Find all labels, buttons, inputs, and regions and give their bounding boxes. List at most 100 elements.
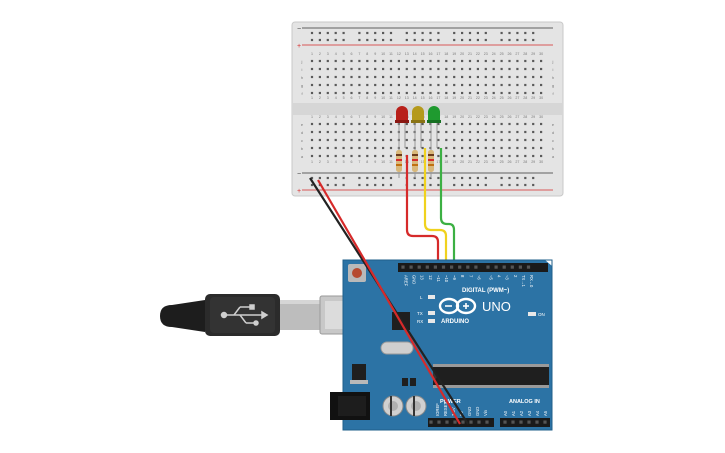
terminal-hole [421,83,424,87]
power-pin-hole[interactable] [477,420,481,424]
green-led [427,106,441,148]
power-pin-hole[interactable] [469,420,473,424]
terminal-hole [342,154,345,158]
digital-pin-hole[interactable] [401,265,405,269]
digital-pin-hole[interactable] [409,265,413,269]
rail-hole [334,38,337,42]
terminal-hole [508,154,511,158]
digital-pin-hole[interactable] [494,265,498,269]
column-number: 25 [500,160,504,164]
digital-pin-hole[interactable] [474,265,478,269]
terminal-hole [342,146,345,150]
terminal-hole [476,91,479,95]
terminal-hole [516,67,519,71]
column-number: 26 [508,160,512,164]
column-number: 8 [366,115,368,119]
digital-pin-hole[interactable] [458,265,462,269]
digital-pin-hole[interactable] [526,265,531,269]
digital-pin-hole[interactable] [502,265,506,269]
row-letter: h [301,75,303,80]
terminal-hole [358,67,361,71]
terminal-hole [508,146,511,150]
power-pin-hole[interactable] [485,420,489,424]
terminal-hole [389,75,393,79]
rail-hole [453,176,456,180]
column-number: 18 [444,96,448,100]
power-pin-hole[interactable] [461,420,465,424]
rail-hole [524,183,527,187]
terminal-hole [350,130,353,134]
power-pin-hole[interactable] [445,420,449,424]
digital-pin-hole[interactable] [466,265,470,269]
rail-hole [421,38,424,42]
terminal-hole [310,67,314,71]
terminal-hole [318,67,321,71]
terminal-hole [500,91,503,95]
digital-pin-hole[interactable] [510,265,514,269]
column-number: 6 [351,52,353,56]
terminal-hole [508,67,511,71]
digital-pin-hole[interactable] [518,265,522,269]
rail-hole [532,183,535,187]
digital-pin-hole[interactable] [486,265,490,269]
column-number: 5 [343,96,345,100]
column-number: 16 [429,52,433,56]
analog-pin-hole[interactable] [503,420,507,424]
digital-pin-hole[interactable] [450,265,454,269]
terminal-hole [516,122,519,126]
terminal-hole [318,154,321,158]
power-pin-hole[interactable] [437,420,441,424]
digital-pin-label: 12 [428,275,433,280]
power-pin-label: GND [467,407,472,416]
analog-pin-hole[interactable] [519,420,523,424]
rail-hole [326,176,329,180]
rail-hole [532,38,535,42]
analog-pin-hole[interactable] [511,420,515,424]
rail-hole [389,183,393,187]
terminal-hole [484,59,487,63]
power-pin-hole[interactable] [429,420,433,424]
digital-pin-hole[interactable] [433,265,437,269]
column-number: 29 [531,160,535,164]
column-number: 24 [492,160,496,164]
column-number: 19 [452,160,456,164]
analog-pin-hole[interactable] [535,420,539,424]
column-number: 7 [358,115,360,119]
terminal-hole [437,83,440,87]
rail-hole [405,31,408,35]
rail-hole [366,38,369,42]
digital-pin-hole[interactable] [417,265,421,269]
terminal-hole [334,59,337,63]
terminal-hole [492,67,495,71]
terminal-hole [310,146,314,150]
rail-hole [382,31,385,35]
rail-hole [326,38,329,42]
digital-pin-hole[interactable] [425,265,429,269]
reset-button[interactable] [348,264,366,282]
row-letter: c [552,138,554,143]
terminal-hole [453,130,456,134]
terminal-hole [421,130,424,134]
analog-pin-hole[interactable] [543,420,547,424]
digital-header [398,263,548,272]
terminal-hole [524,67,527,71]
yellow-led [411,106,425,148]
terminal-hole [500,122,503,126]
digital-pin-label: ~10 [444,275,449,283]
digital-pin-label: RX←0 [529,275,534,288]
terminal-hole [468,67,472,71]
terminal-hole [524,122,527,126]
analog-pin-hole[interactable] [527,420,531,424]
power-pin-hole[interactable] [453,420,457,424]
terminal-hole [326,67,329,71]
terminal-hole [310,130,314,134]
digital-pin-hole[interactable] [441,265,446,269]
terminal-hole [374,59,377,63]
rail-hole [358,183,361,187]
rail-hole [342,183,345,187]
terminal-hole [540,154,543,158]
rail-hole [453,38,456,42]
terminal-hole [453,75,456,79]
terminal-hole [318,130,321,134]
terminal-hole [540,91,543,95]
